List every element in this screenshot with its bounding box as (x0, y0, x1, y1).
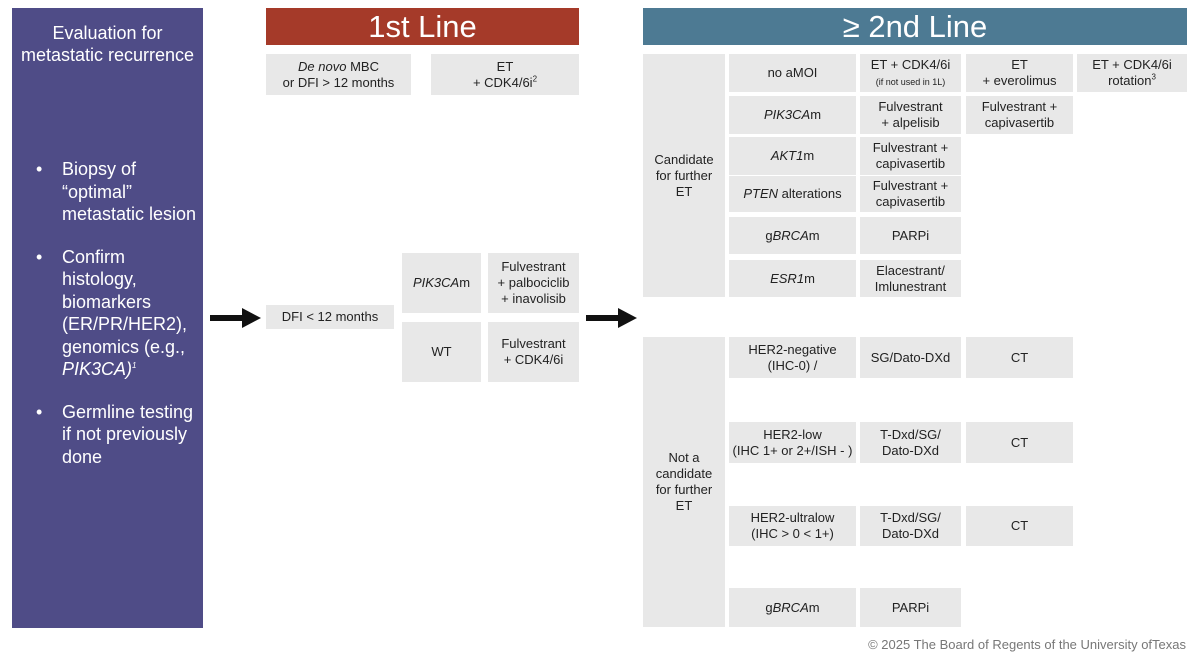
no-amoi-treatment-2: ET+ everolimus (966, 54, 1073, 92)
her2-low-treatment: T-Dxd/SG/Dato-DXd (860, 422, 961, 463)
pik3cam-treatment-2: Fulvestrant +capivasertib (966, 96, 1073, 134)
second-line-header: ≥ 2nd Line (643, 8, 1187, 45)
evaluation-sidebar: Evaluation for metastatic recurrence Bio… (12, 8, 203, 628)
bullet-biopsy: Biopsy of “optimal” metastatic lesion (26, 158, 201, 226)
her2-low-ct: CT (966, 422, 1073, 463)
no-amoi-box: no aMOI (729, 54, 856, 92)
dfi-lt-12-box: DFI < 12 months (266, 305, 394, 329)
right-arrow-icon (210, 308, 261, 328)
her2-low-box: HER2-low(IHC 1+ or 2+/ISH - ) (729, 422, 856, 463)
bullet-confirm-histology: Confirm histology, biomarkers (ER/PR/HER… (26, 246, 201, 381)
her2-ultralow-ct: CT (966, 506, 1073, 546)
her2-negative-box: HER2-negative(IHC-0) / (729, 337, 856, 378)
sidebar-bullets: Biopsy of “optimal” metastatic lesion Co… (26, 158, 201, 488)
wt-treatment: Fulvestrant+ CDK4/6i (488, 322, 579, 382)
right-arrow-icon (586, 308, 637, 328)
her2-negative-treatment: SG/Dato-DXd (860, 337, 961, 378)
gbrcam-not-candidate-treatment: PARPi (860, 588, 961, 627)
gbrcam-candidate-box: gBRCAm (729, 217, 856, 254)
wt-box: WT (402, 322, 481, 382)
pten-alterations-box: PTEN alterations (729, 176, 856, 212)
pik3cam-first-line-treatment: Fulvestrant+ palbociclib+ inavolisib (488, 253, 579, 313)
pik3cam-first-line-box: PIK3CAm (402, 253, 481, 313)
et-cdk46i-box: ET+ CDK4/6i2 (431, 54, 579, 95)
her2-ultralow-box: HER2-ultralow(IHC > 0 < 1+) (729, 506, 856, 546)
gbrcam-not-candidate-box: gBRCAm (729, 588, 856, 627)
sidebar-title: Evaluation for metastatic recurrence (20, 23, 195, 65)
esr1m-box: ESR1m (729, 260, 856, 297)
esr1m-treatment: Elacestrant/Imlunestrant (860, 260, 961, 297)
akt1m-box: AKT1m (729, 137, 856, 175)
bullet-germline-testing: Germline testing if not previously done (26, 401, 201, 469)
gbrcam-candidate-treatment: PARPi (860, 217, 961, 254)
pten-treatment: Fulvestrant +capivasertib (860, 176, 961, 212)
pik3cam-treatment-1: Fulvestrant+ alpelisib (860, 96, 961, 134)
first-line-header: 1st Line (266, 8, 579, 45)
pik3cam-second-line-box: PIK3CAm (729, 96, 856, 134)
her2-negative-ct: CT (966, 337, 1073, 378)
no-amoi-treatment-1: ET + CDK4/6i(if not used in 1L) (860, 54, 961, 92)
copyright-notice: © 2025 The Board of Regents of the Unive… (868, 637, 1186, 652)
her2-ultralow-treatment: T-Dxd/SG/Dato-DXd (860, 506, 961, 546)
akt1m-treatment: Fulvestrant +capivasertib (860, 137, 961, 175)
